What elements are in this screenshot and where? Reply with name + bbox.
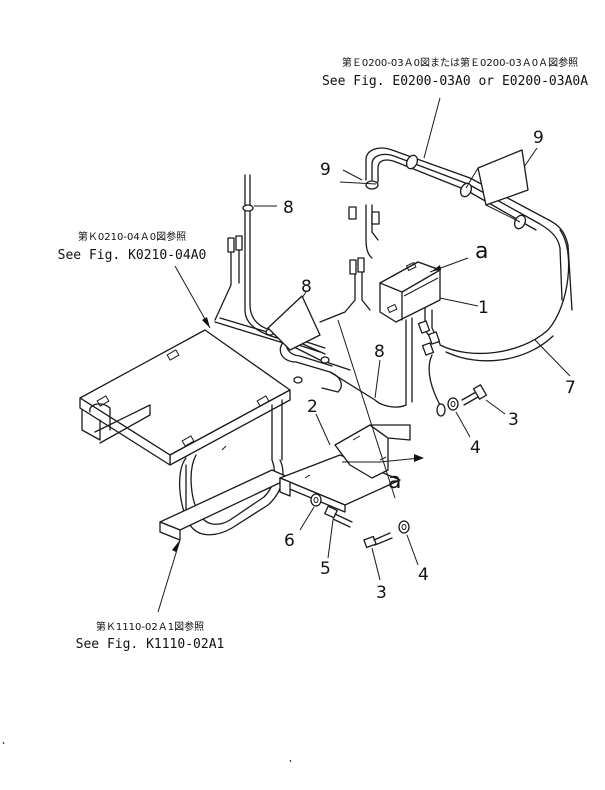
view-mark-a-top: a	[475, 239, 488, 264]
callout-9-right: 9	[533, 128, 544, 148]
washer-part-4-upper	[447, 397, 459, 411]
wire-harness	[214, 147, 573, 417]
callout-3-upper: 3	[508, 410, 519, 430]
callout-1: 1	[478, 298, 489, 318]
bolt-part-3-upper	[461, 384, 488, 406]
callout-4-lower: 4	[418, 565, 429, 585]
callout-3-lower: 3	[376, 583, 387, 603]
reference-left: 第Ｋ0210-04Ａ0図参照 See Fig. K0210-04A0	[58, 230, 207, 263]
leader-lines	[157, 97, 571, 613]
callout-5: 5	[320, 559, 331, 579]
callout-8-lower: 8	[374, 342, 385, 362]
callout-2: 2	[307, 397, 318, 417]
callout-8-middle: 8	[301, 277, 312, 297]
callout-4-upper: 4	[470, 438, 481, 458]
callout-8-upper: 8	[283, 198, 294, 218]
view-marks: a a	[388, 239, 488, 494]
ref-left-jp: 第Ｋ0210-04Ａ0図参照	[78, 230, 186, 243]
scan-speck	[2, 741, 5, 745]
callout-9-left: 9	[320, 160, 331, 180]
washer-part-6	[310, 493, 322, 507]
controller-box-part-1	[379, 257, 469, 323]
floor-frame	[79, 329, 291, 541]
bracket-part-2	[279, 424, 411, 513]
view-mark-a-bottom: a	[388, 469, 401, 494]
reference-bottom: 第Ｋ1110-02Ａ1図参照 See Fig. K1110-02A1	[76, 620, 225, 652]
ref-top-right-jp: 第Ｅ0200-03Ａ0図または第Ｅ0200-03Ａ0Ａ図参照	[342, 56, 578, 69]
bolt-part-5	[324, 505, 353, 528]
reference-top-right: 第Ｅ0200-03Ａ0図または第Ｅ0200-03Ａ0Ａ図参照 See Fig. …	[322, 56, 588, 89]
ref-left-en: See Fig. K0210-04A0	[58, 248, 207, 263]
washer-part-4-lower	[398, 520, 410, 534]
callouts: 9 9 8 8 8 1 7 3 4 2 6 5 3 4	[283, 128, 576, 603]
bolt-part-3-lower	[363, 532, 393, 549]
callout-7: 7	[565, 378, 576, 398]
hardware	[310, 384, 488, 549]
ref-top-right-en: See Fig. E0200-03A0 or E0200-03A0A	[322, 74, 588, 89]
ref-bottom-en: See Fig. K1110-02A1	[76, 637, 225, 652]
callout-6: 6	[284, 531, 295, 551]
ref-bottom-jp: 第Ｋ1110-02Ａ1図参照	[96, 620, 204, 633]
scan-speck-2	[289, 759, 292, 763]
